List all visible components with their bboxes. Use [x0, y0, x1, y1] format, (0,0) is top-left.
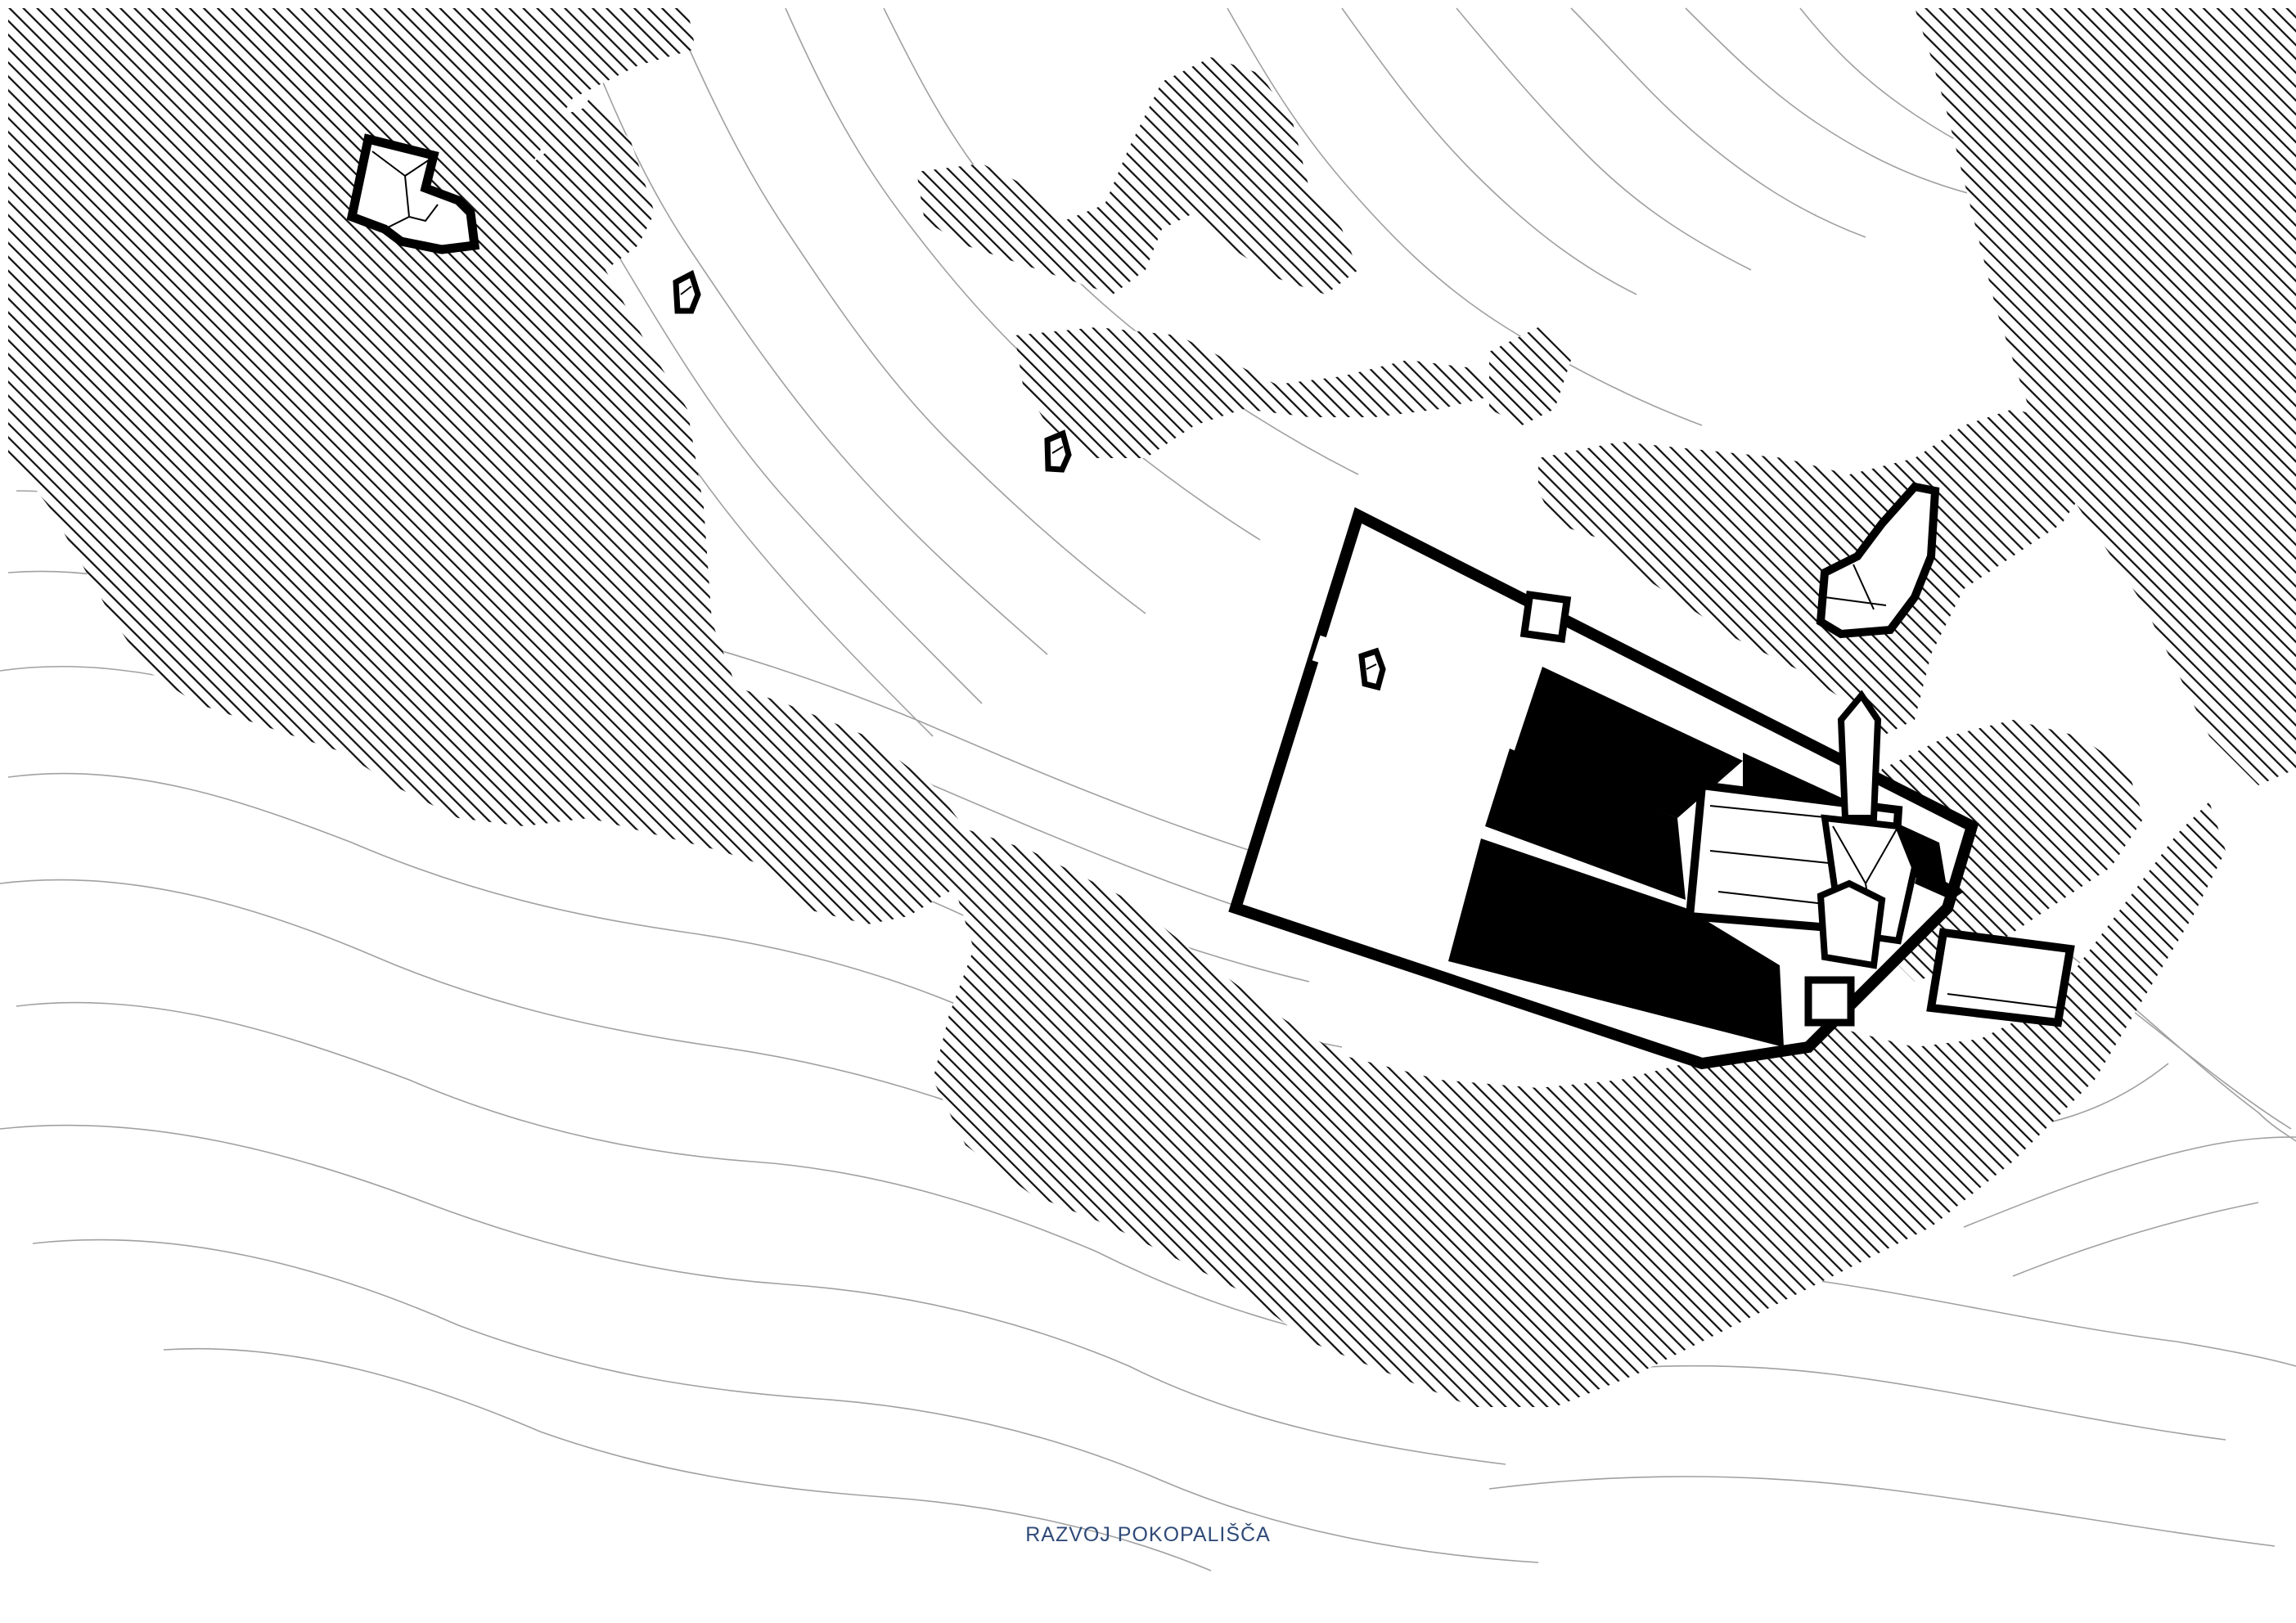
map-caption: RAZVOJ POKOPALIŠČA	[1025, 1523, 1271, 1546]
house-northwest	[346, 133, 480, 254]
church-building	[1685, 690, 1919, 969]
hatch-area-north-center	[916, 57, 1358, 294]
hatch-area-mid-strip	[1015, 327, 1506, 458]
grave-field-2	[1485, 749, 1686, 900]
small-building-gate	[1519, 590, 1572, 644]
cemetery-complex	[1228, 482, 2075, 1070]
curved-building-north	[1816, 482, 1940, 639]
hatch-area-west	[8, 8, 982, 924]
hatch-area-center-south	[933, 802, 2226, 1407]
chapel-1	[673, 269, 701, 314]
small-building-south	[1804, 976, 1855, 1027]
chapel-3	[1358, 647, 1386, 691]
hatch-area-northeast	[1915, 8, 2296, 785]
grave-field-5	[1915, 867, 1964, 900]
chapels	[673, 269, 1386, 691]
grave-field-3	[1448, 838, 1784, 1047]
church-tower	[1837, 690, 1882, 821]
hatched-areas	[8, 8, 2296, 1407]
grave-field-1	[1514, 667, 1743, 818]
annex-building-east	[1926, 928, 2075, 1027]
chapel-2	[1044, 429, 1072, 473]
hatch-area-northwest-spur	[540, 106, 638, 213]
hatch-area-east-cluster	[1489, 327, 2095, 736]
